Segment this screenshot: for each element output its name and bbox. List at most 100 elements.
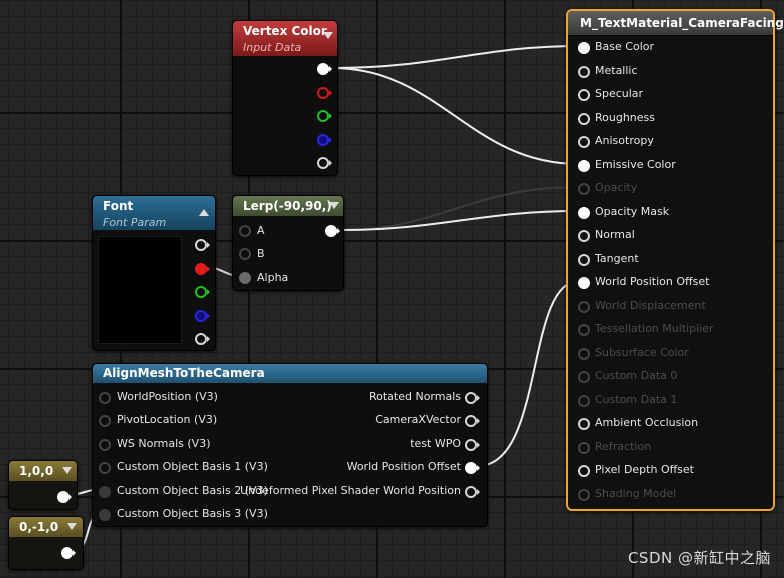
material-pin-shading-model — [578, 488, 590, 501]
output-pin-rgb[interactable] — [195, 239, 207, 251]
vertex-color-header[interactable]: Vertex Color Input Data — [233, 21, 337, 56]
material-pin-roughness[interactable] — [578, 112, 590, 125]
collapse-arrow-icon[interactable] — [323, 32, 333, 39]
output-pin-g[interactable] — [195, 286, 207, 298]
pin-arrow-icon — [477, 465, 480, 471]
output-pin-rotated-normals[interactable] — [465, 392, 477, 404]
pin-arrow-icon — [69, 494, 72, 500]
align-mesh-node[interactable]: AlignMeshToTheCamera WorldPosition (V3) … — [92, 363, 488, 527]
pin-arrow-icon — [73, 550, 76, 556]
material-pin-label: Custom Data 0 — [595, 369, 678, 382]
material-pin-subsurface-color — [578, 347, 590, 360]
material-pin-base-color[interactable] — [578, 42, 590, 54]
material-pin-label: Base Color — [595, 40, 655, 53]
input-pin-basis3[interactable] — [99, 509, 111, 521]
input-pin-b[interactable] — [239, 248, 251, 260]
material-title: M_TextMaterial_CameraFacing — [580, 16, 784, 30]
input-pin-basis2[interactable] — [99, 486, 111, 498]
input-pin-pivotlocation[interactable] — [99, 415, 111, 427]
wire-lerp-opacitymask — [341, 210, 580, 231]
output-pin-a[interactable] — [195, 333, 207, 345]
constant-vector-node-2[interactable]: 0,-1,0 — [8, 516, 84, 570]
material-pin-emissive-color[interactable] — [578, 159, 590, 172]
pin-arrow-icon — [329, 160, 332, 166]
output-pin-cameraxvector[interactable] — [465, 415, 477, 427]
output-pin-r[interactable] — [195, 263, 207, 275]
input-label-b: B — [257, 247, 265, 260]
input-pin-basis1[interactable] — [99, 462, 111, 474]
output-pin-g[interactable] — [317, 110, 329, 122]
material-pin-label: Roughness — [595, 110, 656, 124]
pin-arrow-icon — [477, 442, 480, 448]
material-pin-label: Anisotropy — [595, 134, 654, 147]
material-pin-label: Opacity Mask — [595, 204, 670, 218]
wire-vertexcolor-basecolor — [331, 45, 580, 69]
output-pin[interactable] — [325, 225, 337, 237]
material-pin-world-displacement — [578, 300, 590, 313]
material-header[interactable]: M_TextMaterial_CameraFacing — [568, 11, 784, 36]
pin-arrow-icon — [207, 336, 210, 342]
node-subtitle: Font Param — [103, 216, 167, 229]
input-pin-a[interactable] — [239, 225, 251, 237]
material-pin-label: Pixel Depth Offset — [595, 463, 694, 476]
pin-arrow-icon — [207, 313, 210, 319]
font-param-node[interactable]: Font Font Param — [92, 195, 216, 351]
output-label: CameraXVector — [375, 413, 461, 426]
material-pin-metallic[interactable] — [578, 65, 590, 78]
output-pin-undeformed-position[interactable] — [465, 486, 477, 498]
material-pin-label: Emissive Color — [595, 157, 676, 171]
lerp-header[interactable]: Lerp(-90,90,) — [233, 196, 343, 216]
collapse-arrow-icon[interactable] — [329, 202, 339, 209]
output-pin-rgb[interactable] — [317, 63, 329, 75]
input-label: PivotLocation (V3) — [117, 413, 218, 426]
node-title: Lerp(-90,90,) — [243, 199, 332, 213]
collapse-arrow-icon[interactable] — [67, 523, 77, 530]
output-pin[interactable] — [57, 491, 69, 503]
input-label: WorldPosition (V3) — [117, 390, 218, 403]
pin-arrow-icon — [207, 266, 210, 272]
lerp-node[interactable]: Lerp(-90,90,) A B Alpha — [232, 195, 344, 291]
input-pin-worldposition[interactable] — [99, 392, 111, 404]
output-label: test WPO — [410, 437, 461, 450]
pin-arrow-icon — [477, 489, 480, 495]
collapse-arrow-icon[interactable] — [199, 209, 209, 216]
collapse-arrow-icon[interactable] — [62, 467, 72, 474]
constant-header[interactable]: 0,-1,0 — [9, 517, 83, 537]
output-label: Rotated Normals — [368, 390, 461, 403]
node-subtitle: Input Data — [243, 41, 302, 54]
material-pin-ambient-occlusion[interactable] — [578, 418, 590, 430]
material-pin-specular[interactable] — [578, 89, 590, 101]
material-pin-normal[interactable] — [578, 230, 590, 242]
material-pin-opacity-mask[interactable] — [578, 206, 590, 219]
constant-vector-node-1[interactable]: 1,0,0 — [8, 460, 78, 510]
input-pin-wsnormals[interactable] — [99, 439, 111, 451]
constant-header[interactable]: 1,0,0 — [9, 461, 77, 481]
output-pin-b[interactable] — [317, 134, 329, 146]
material-pin-label: Normal — [595, 228, 635, 241]
wire-align-wpo — [477, 280, 580, 467]
output-pin[interactable] — [61, 547, 73, 559]
output-pin-world-position-offset[interactable] — [465, 462, 477, 474]
input-label-a: A — [257, 224, 265, 237]
pin-arrow-icon — [477, 418, 480, 424]
wire-vertexcolor-emissive — [331, 67, 580, 165]
material-pin-label: World Displacement — [595, 298, 706, 312]
align-mesh-header[interactable]: AlignMeshToTheCamera — [93, 364, 487, 383]
output-pin-r[interactable] — [317, 87, 329, 99]
material-pin-pixel-depth-offset[interactable] — [578, 465, 590, 477]
material-pin-world-position-offset[interactable] — [578, 277, 590, 289]
material-pin-label: Shading Model — [595, 486, 677, 500]
material-pin-anisotropy[interactable] — [578, 136, 590, 148]
output-pin-test-wpo[interactable] — [465, 439, 477, 451]
output-pin-b[interactable] — [195, 310, 207, 322]
pin-arrow-icon — [329, 137, 332, 143]
material-pin-tangent[interactable] — [578, 253, 590, 266]
input-pin-alpha[interactable] — [239, 272, 251, 284]
material-pin-label: Metallic — [595, 63, 638, 77]
vertex-color-node[interactable]: Vertex Color Input Data — [232, 20, 338, 176]
font-param-header[interactable]: Font Font Param — [93, 196, 215, 230]
pin-arrow-icon — [477, 395, 480, 401]
material-pin-custom-data-1 — [578, 394, 590, 407]
output-pin-a[interactable] — [317, 157, 329, 169]
